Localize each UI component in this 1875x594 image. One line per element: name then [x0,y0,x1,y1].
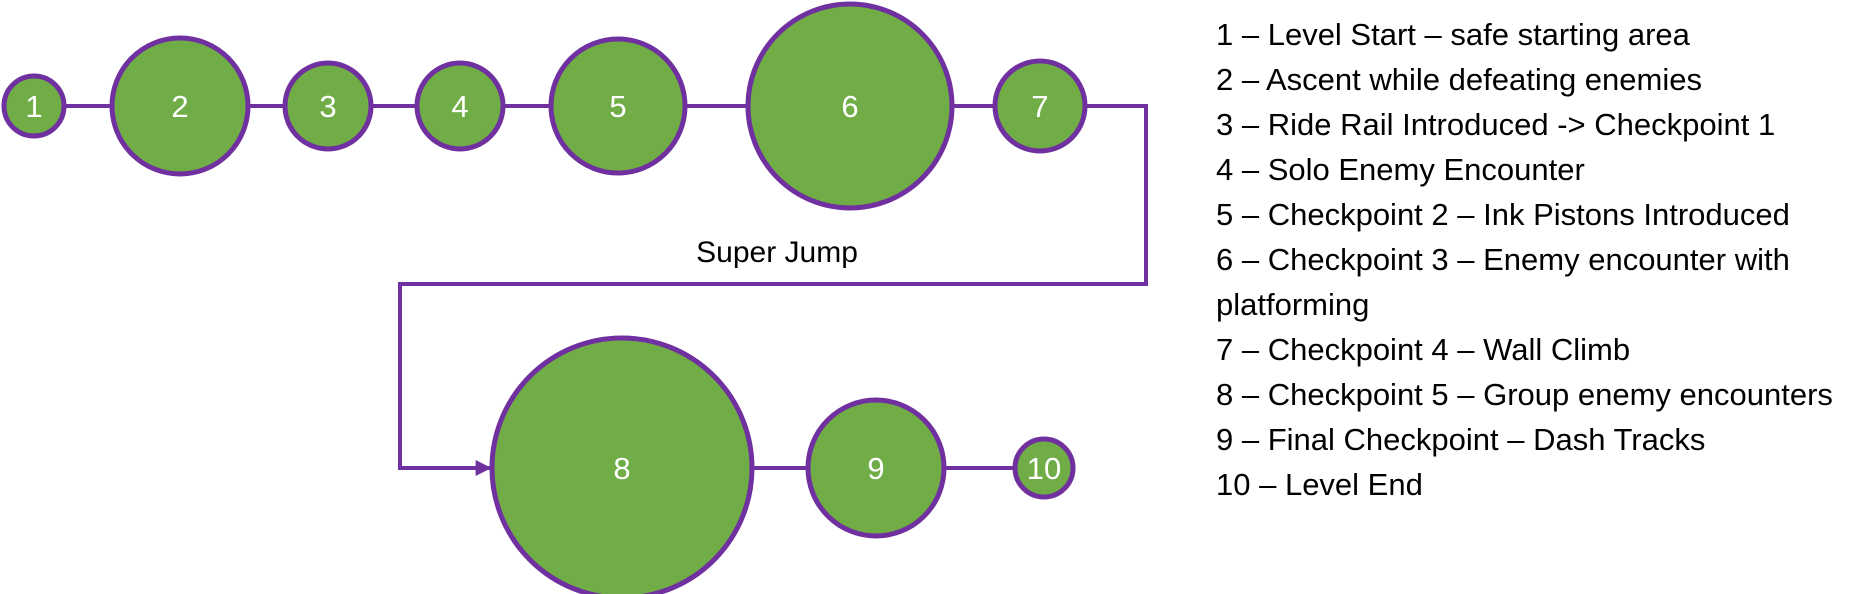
node-circle [489,335,755,594]
node-circle [414,60,506,152]
node-1: 1 [1,73,67,139]
super-jump-arrow [398,104,1148,476]
super-jump-label: Super Jump [696,236,858,269]
node-label: 6 [841,89,858,124]
node-4: 4 [414,60,506,152]
legend-item: 10 – Level End [1216,467,1423,502]
node-8: 8 [489,335,755,594]
node-label: 10 [1027,451,1061,486]
node-circle [805,397,947,539]
node-circle [1012,436,1076,500]
level-nodes: 1 2 3 4 5 6 7 8 9 10 [1,1,1088,594]
node-circle [1,73,67,139]
node-5: 5 [548,36,688,176]
node-circle [548,36,688,176]
node-7: 7 [992,58,1088,154]
node-3: 3 [282,60,374,152]
node-9: 9 [805,397,947,539]
legend-item: 9 – Final Checkpoint – Dash Tracks [1216,422,1706,457]
node-10: 10 [1012,436,1076,500]
node-2: 2 [109,35,251,177]
legend-item: 3 – Ride Rail Introduced -> Checkpoint 1 [1216,107,1776,142]
legend-item: 2 – Ascent while defeating enemies [1216,62,1702,97]
legend-list: 1 – Level Start – safe starting area 2 – … [1216,12,1866,507]
node-label: 9 [867,451,884,486]
node-label: 4 [451,89,468,124]
legend-item: 5 – Checkpoint 2 – Ink Pistons Introduce… [1216,197,1790,232]
node-label: 5 [609,89,626,124]
node-label: 2 [171,89,188,124]
legend-item: 6 – Checkpoint 3 – Enemy encounter with … [1216,242,1790,322]
connector-lines [64,104,1148,476]
node-6: 6 [745,1,955,211]
node-label: 3 [319,89,336,124]
legend-item: 1 – Level Start – safe starting area [1216,17,1690,52]
node-circle [992,58,1088,154]
node-label: 8 [613,451,630,486]
legend-item: 8 – Checkpoint 5 – Group enemy encounter… [1216,377,1833,412]
legend-item: 7 – Checkpoint 4 – Wall Climb [1216,332,1631,367]
node-label: 7 [1031,89,1048,124]
node-label: 1 [25,89,42,124]
node-circle [282,60,374,152]
node-circle [745,1,955,211]
node-circle [109,35,251,177]
legend-item: 4 – Solo Enemy Encounter [1216,152,1585,187]
